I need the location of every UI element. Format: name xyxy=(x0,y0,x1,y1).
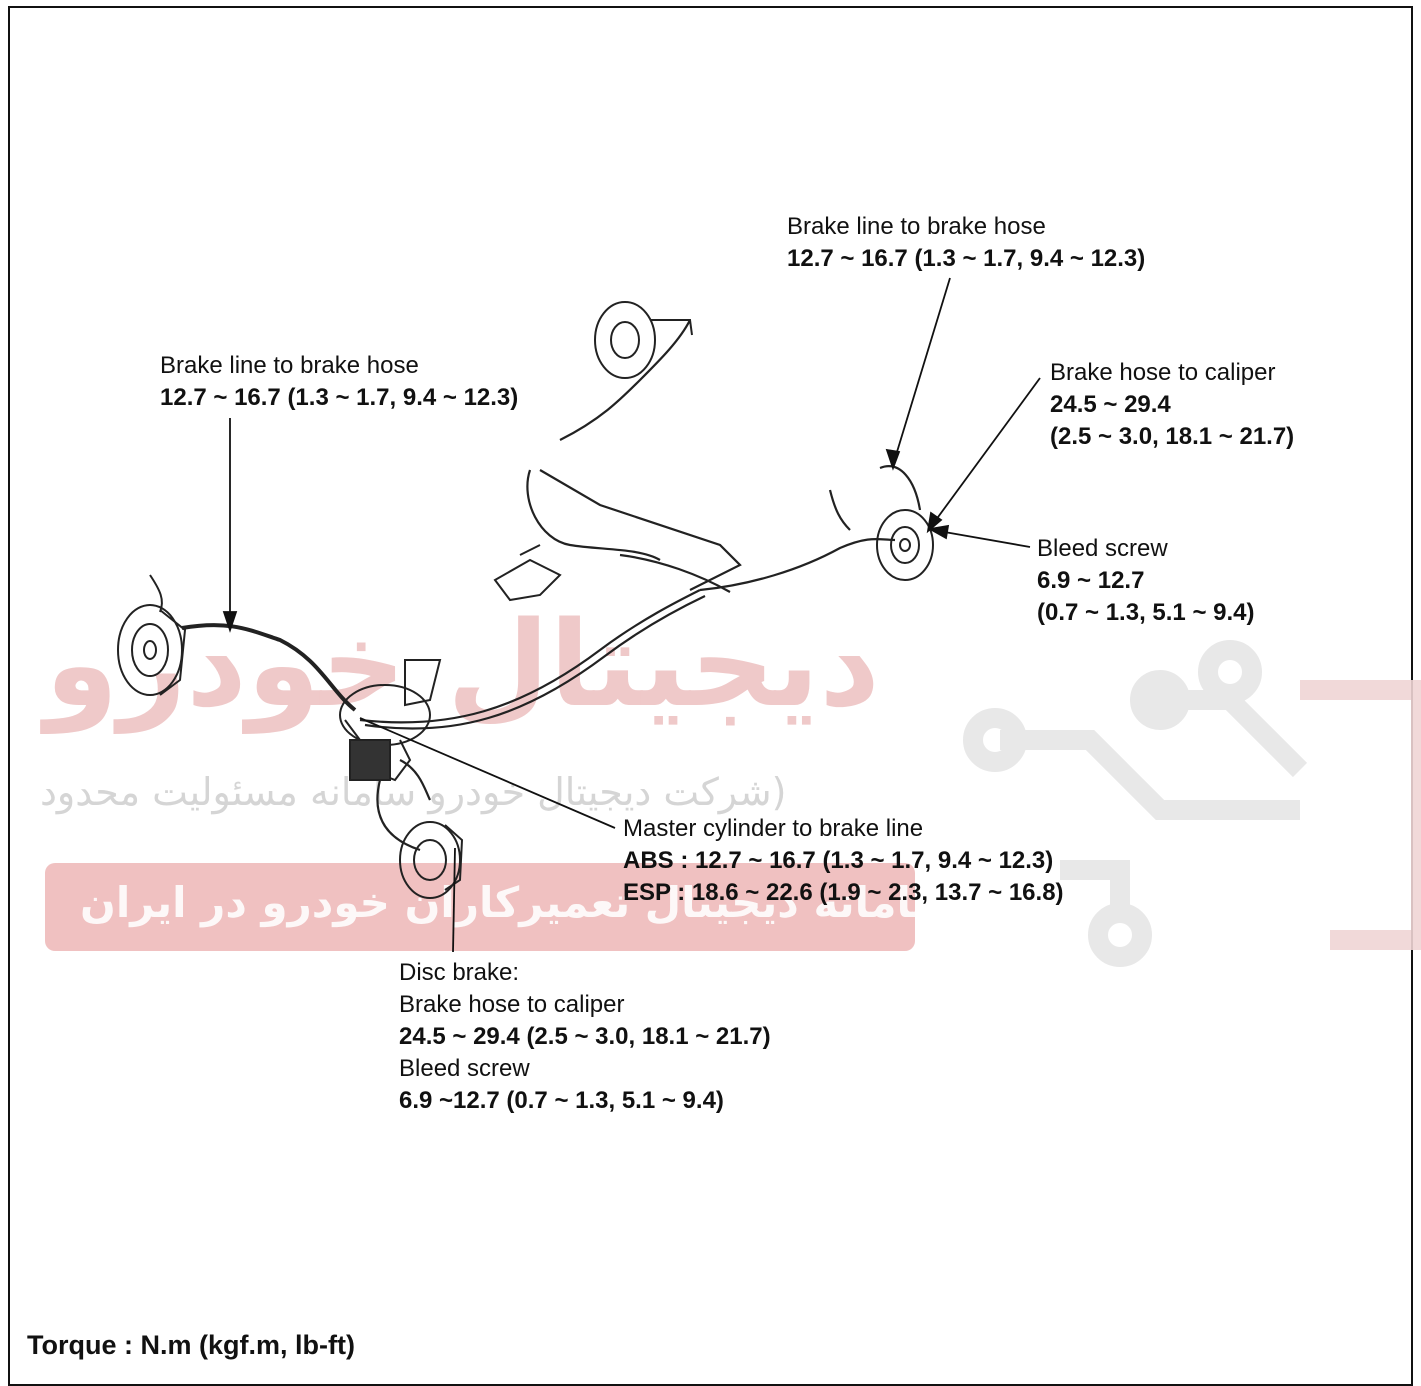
master-cylinder-esp: ESP : 18.6 ~ 22.6 (1.9 ~ 2.3, 13.7 ~ 16.… xyxy=(623,879,1064,906)
master-cylinder xyxy=(339,659,442,782)
disc-brake-bleed-title: Bleed screw xyxy=(399,1055,530,1082)
front-line-to-hose-title: Brake line to brake hose xyxy=(160,352,419,379)
rear-hose-to-caliper-title: Brake hose to caliper xyxy=(1050,359,1276,386)
disc-brake-bleed-value: 6.9 ~12.7 (0.7 ~ 1.3, 5.1 ~ 9.4) xyxy=(399,1087,724,1114)
label-disc-brake: Disc brake: Brake hose to caliper 24.5 ~… xyxy=(399,957,771,1117)
rear-line-to-hose-value: 12.7 ~ 16.7 (1.3 ~ 1.7, 9.4 ~ 12.3) xyxy=(787,245,1146,272)
torque-units-note: Torque : N.m (kgf.m, lb-ft) xyxy=(27,1330,355,1360)
disc-brake-heading: Disc brake: xyxy=(399,959,520,986)
watermark-logo xyxy=(963,640,1421,967)
rear-left-brake xyxy=(594,301,693,379)
watermark-band xyxy=(45,863,915,951)
label-front-line-to-hose: Brake line to brake hose 12.7 ~ 16.7 (1.… xyxy=(160,350,518,414)
label-rear-line-to-hose: Brake line to brake hose 12.7 ~ 16.7 (1.… xyxy=(787,211,1145,275)
rear-right-brake xyxy=(876,509,934,581)
label-rear-hose-to-caliper: Brake hose to caliper 24.5 ~ 29.4 (2.5 ~… xyxy=(1050,357,1294,453)
master-cylinder-title: Master cylinder to brake line xyxy=(623,815,924,842)
master-cylinder-abs: ABS : 12.7 ~ 16.7 (1.3 ~ 1.7, 9.4 ~ 12.3… xyxy=(623,847,1054,874)
label-rear-bleed-screw: Bleed screw 6.9 ~ 12.7 (0.7 ~ 1.3, 5.1 ~… xyxy=(1037,533,1254,629)
disc-brake-hose-value: 24.5 ~ 29.4 (2.5 ~ 3.0, 18.1 ~ 21.7) xyxy=(399,1023,771,1050)
watermark-subtitle: شرکت دیجیتال خودرو سامانه مسئولیت محدود) xyxy=(40,770,787,814)
rear-bleed-screw-value-2: (0.7 ~ 1.3, 5.1 ~ 9.4) xyxy=(1037,599,1255,626)
front-left-disc-brake xyxy=(117,574,187,696)
rear-hose-to-caliper-value-1: 24.5 ~ 29.4 xyxy=(1050,391,1171,418)
watermark-tagline: اولین سامانه دیجیتال تعمیرکاران خودرو در… xyxy=(80,878,1080,927)
watermark-name: دیجیتال خودرو xyxy=(45,595,880,733)
rear-bleed-screw-title: Bleed screw xyxy=(1037,535,1168,562)
front-line-to-hose-value: 12.7 ~ 16.7 (1.3 ~ 1.7, 9.4 ~ 12.3) xyxy=(160,384,519,411)
label-master-cylinder: Master cylinder to brake line ABS : 12.7… xyxy=(623,813,1064,909)
leader-lines xyxy=(222,277,1041,953)
front-right-disc-brake xyxy=(399,821,464,899)
rear-line-to-hose-title: Brake line to brake hose xyxy=(787,213,1046,240)
rear-hose-to-caliper-value-2: (2.5 ~ 3.0, 18.1 ~ 21.7) xyxy=(1050,423,1295,450)
parking-brake-lever xyxy=(493,544,562,602)
rear-bleed-screw-value-1: 6.9 ~ 12.7 xyxy=(1037,567,1145,594)
disc-brake-hose-title: Brake hose to caliper xyxy=(399,991,625,1018)
